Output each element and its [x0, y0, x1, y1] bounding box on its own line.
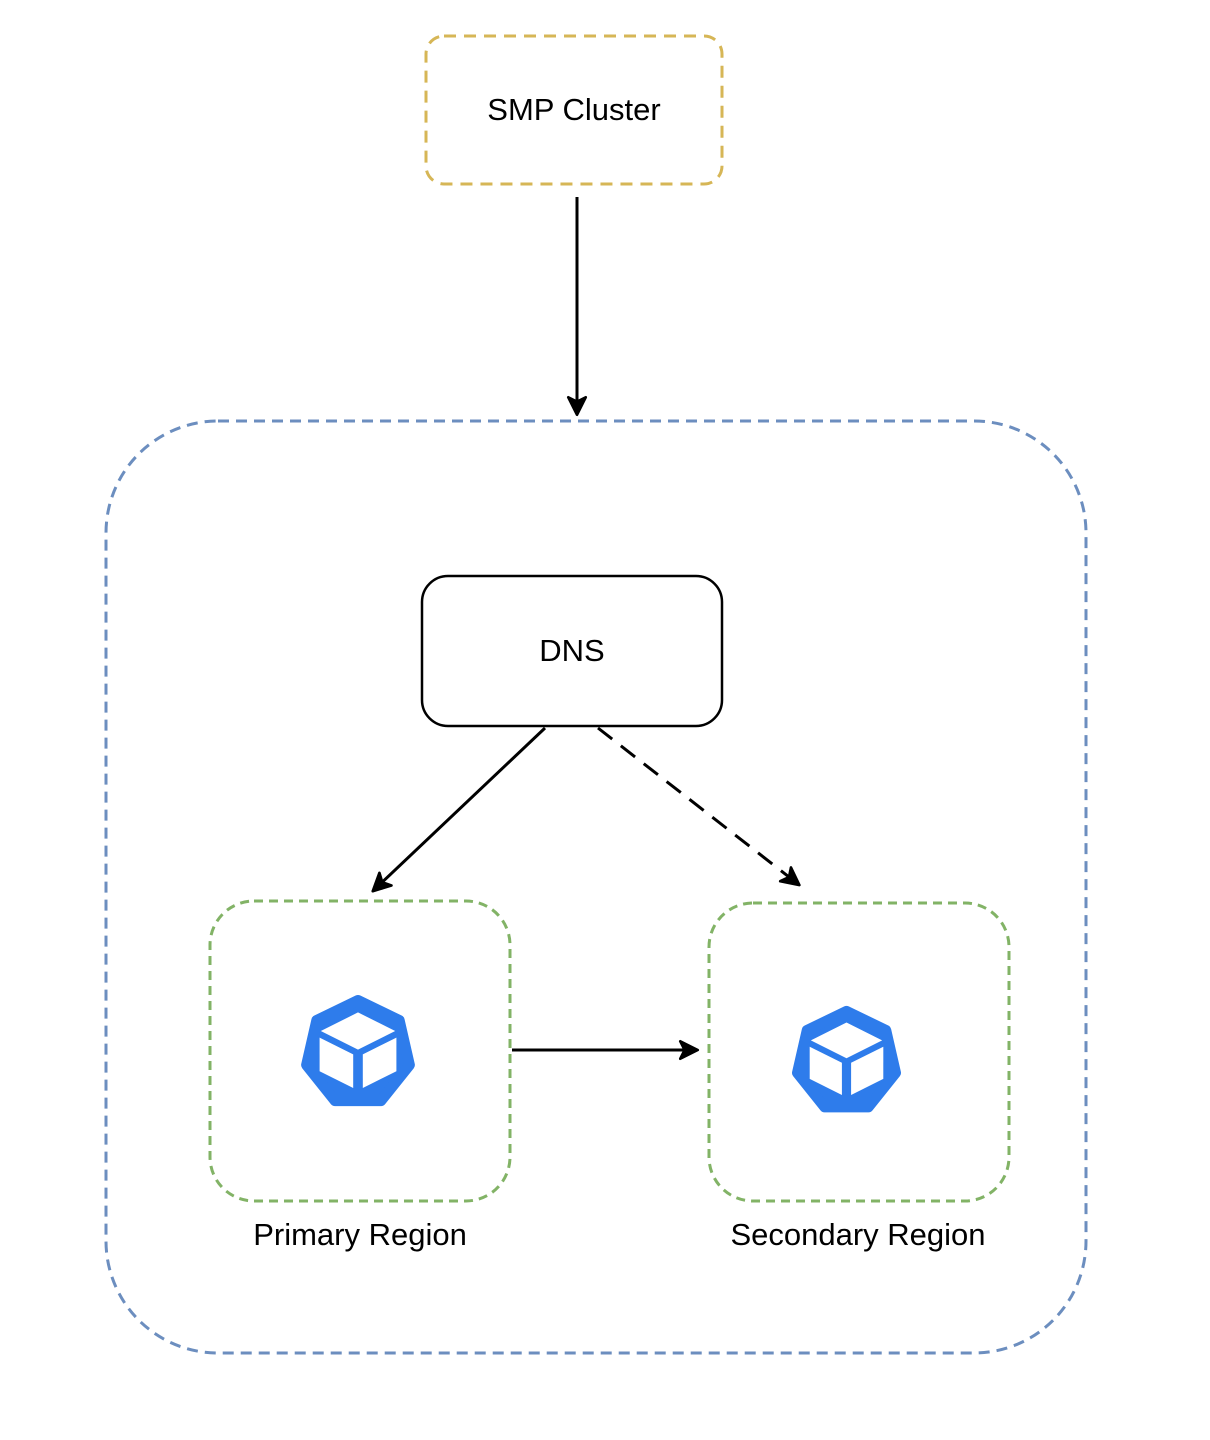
cube-heptagon-icon: [301, 995, 415, 1107]
cube-heptagon-icon: [791, 1005, 902, 1113]
dns-box: [420, 574, 724, 728]
regions-group-box: [104, 419, 1088, 1355]
edge-dns-to-secondary: [597, 726, 801, 887]
smp-cluster-box: [424, 34, 724, 186]
edge-dns-to-primary: [371, 726, 547, 893]
